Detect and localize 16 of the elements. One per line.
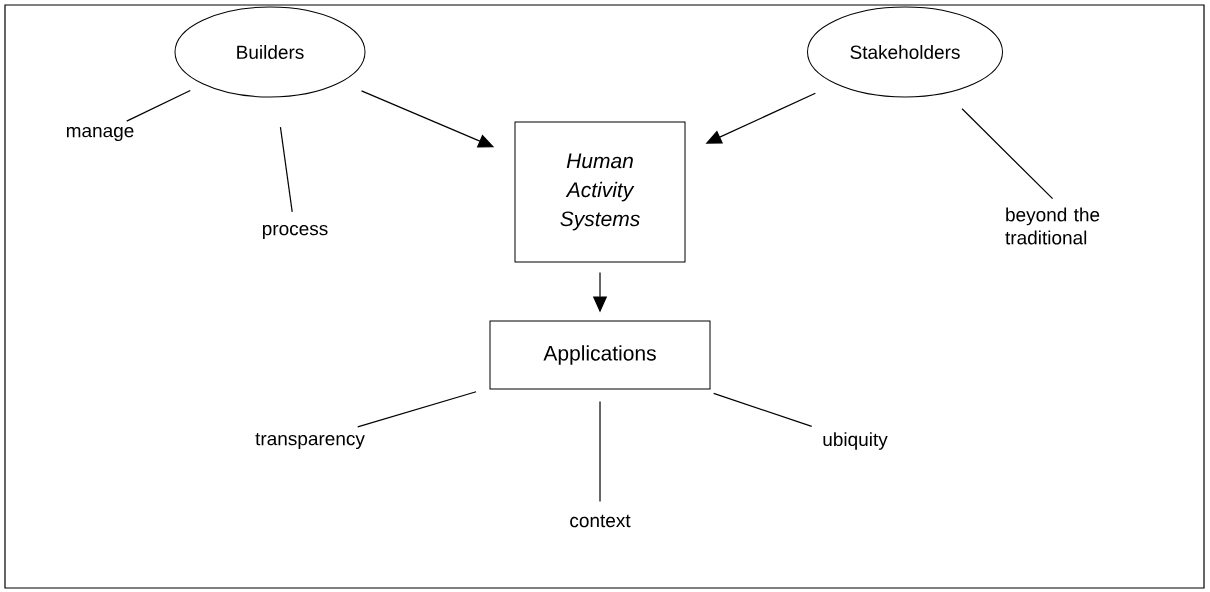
ellipse-node: Builders xyxy=(174,6,366,98)
node-text: transparency xyxy=(255,432,365,450)
node-text: process xyxy=(262,224,328,240)
process-box: Human Activity Systems xyxy=(514,121,686,263)
node-text: manage xyxy=(66,126,134,142)
connector-line xyxy=(357,391,477,428)
ellipse-node: Stakeholders xyxy=(807,6,1003,98)
connector-line xyxy=(126,89,191,122)
connector-line xyxy=(961,108,1054,200)
node-text: beyond the traditional xyxy=(1005,207,1100,245)
node-text: context xyxy=(570,514,631,528)
connector-line xyxy=(713,392,813,427)
connector-line xyxy=(599,400,601,503)
node-text: ubiquity xyxy=(823,432,888,450)
connector-line xyxy=(279,126,293,213)
process-box: Applications xyxy=(489,320,711,390)
